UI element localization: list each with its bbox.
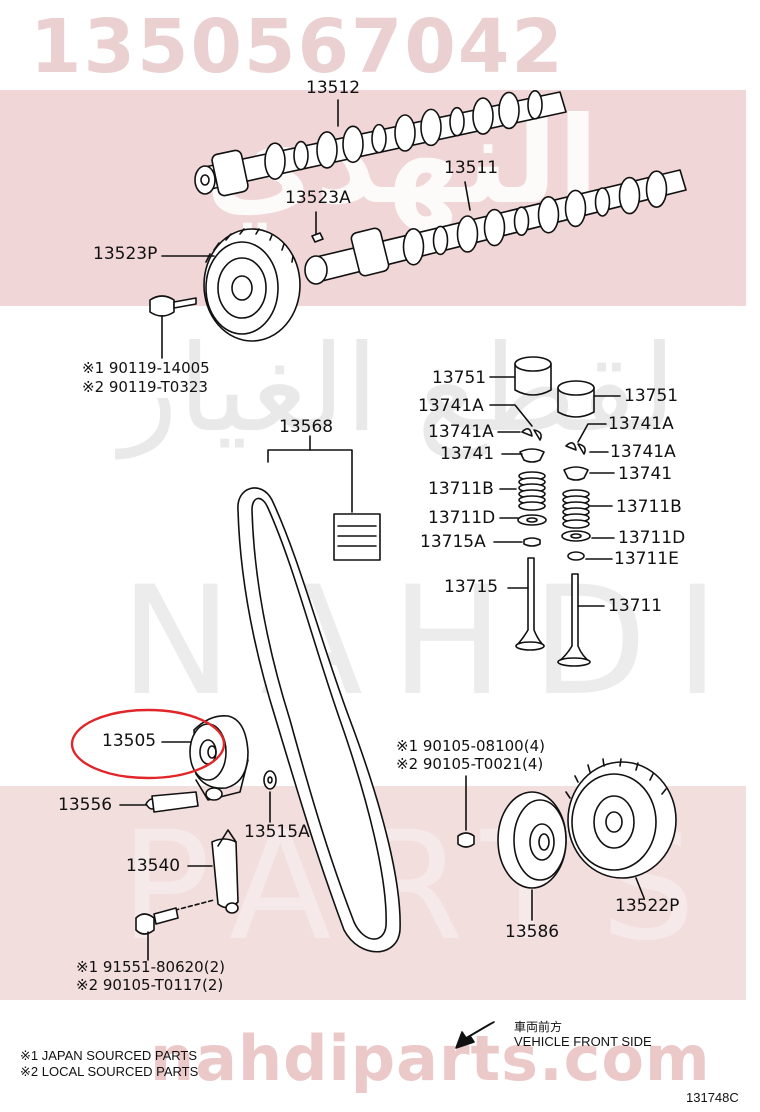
label-13715: 13715 bbox=[444, 577, 499, 597]
cam-lobe bbox=[264, 142, 286, 180]
cam-lobe bbox=[456, 215, 479, 253]
label-bolt3-local: ※2 90105-T0021(4) bbox=[396, 755, 544, 773]
label-13540: 13540 bbox=[126, 856, 181, 876]
label-bolt3-japan: ※1 90105-08100(4) bbox=[396, 737, 545, 755]
label-bolt-local: ※2 90119-T0323 bbox=[82, 378, 208, 396]
cam-lobe bbox=[564, 189, 587, 228]
cam-lobe bbox=[594, 187, 611, 217]
cam-lobe bbox=[645, 170, 668, 208]
label-13741-right: 13741 bbox=[618, 464, 673, 484]
figure-reference: 131748C bbox=[686, 1090, 739, 1105]
spring-coil bbox=[518, 501, 546, 511]
cam-lobe bbox=[527, 90, 543, 120]
key-13523A bbox=[311, 232, 324, 243]
label-13523P: 13523P bbox=[93, 244, 158, 264]
front-side-en: VEHICLE FRONT SIDE bbox=[514, 1034, 652, 1049]
cam-lobe bbox=[498, 91, 520, 130]
tensioner-13540 bbox=[211, 829, 239, 914]
pulley-bolt-small bbox=[457, 775, 475, 848]
valve-seats bbox=[517, 514, 591, 561]
tensioner-bolt bbox=[135, 907, 179, 935]
label-13586: 13586 bbox=[505, 922, 560, 942]
cam-lobe bbox=[618, 176, 641, 215]
label-bolt2-local: ※2 90105-T0117(2) bbox=[76, 976, 224, 994]
camshaft-13512 bbox=[194, 90, 567, 197]
valve-keepers bbox=[521, 428, 586, 455]
timing-belt-13568 bbox=[237, 487, 401, 953]
valve-retainers bbox=[519, 448, 589, 481]
label-13556: 13556 bbox=[58, 795, 113, 815]
highlight-circle-13505 bbox=[70, 708, 226, 780]
cam-lobe bbox=[394, 114, 416, 152]
label-13505: 13505 bbox=[102, 731, 157, 751]
pulley-bolt bbox=[149, 295, 197, 359]
cam-lobe bbox=[420, 108, 442, 147]
washer-13515A bbox=[263, 770, 277, 790]
cam-lobe bbox=[342, 125, 364, 164]
bolt-13556 bbox=[145, 791, 199, 813]
spring-coil bbox=[562, 519, 590, 529]
cam-lobe bbox=[371, 123, 387, 154]
watermark-part-number: 1350567042 bbox=[30, 4, 565, 90]
crankshaft-timing-pulley-13522P bbox=[565, 758, 677, 879]
label-13741A-2: 13741A bbox=[608, 414, 674, 434]
cam-lobe bbox=[293, 140, 309, 171]
valve-lifter-13751-right bbox=[557, 380, 595, 418]
cam-lobe bbox=[537, 196, 560, 234]
label-13711D-left: 13711D bbox=[428, 508, 496, 528]
camshaft-13511 bbox=[304, 169, 687, 285]
legend-japan: ※1 JAPAN SOURCED PARTS bbox=[20, 1048, 198, 1063]
label-13511: 13511 bbox=[444, 158, 499, 178]
valves bbox=[515, 557, 591, 667]
cam-lobe bbox=[483, 208, 506, 247]
cam-lobe bbox=[513, 206, 530, 236]
legend-local: ※2 LOCAL SOURCED PARTS bbox=[20, 1064, 199, 1079]
label-bolt-japan: ※1 90119-14005 bbox=[82, 359, 210, 377]
camshaft-pulley-13523P bbox=[203, 228, 301, 342]
label-13741A-4: 13741A bbox=[610, 442, 676, 462]
front-side-jp: 車両前方 bbox=[514, 1020, 563, 1034]
valve-lifter-13751-left bbox=[514, 356, 552, 396]
label-13512: 13512 bbox=[306, 78, 361, 98]
label-13515A: 13515A bbox=[244, 822, 310, 842]
label-13751-right: 13751 bbox=[624, 386, 679, 406]
label-13715A: 13715A bbox=[420, 532, 486, 552]
label-13523A: 13523A bbox=[285, 188, 351, 208]
label-13711D-right: 13711D bbox=[618, 528, 686, 548]
belt-package bbox=[333, 513, 381, 561]
cam-lobe bbox=[449, 106, 465, 137]
label-13741A-1: 13741A bbox=[418, 396, 484, 416]
cam-lobe bbox=[316, 131, 338, 169]
cam-lobe bbox=[402, 228, 425, 266]
label-13711: 13711 bbox=[608, 596, 663, 616]
label-13568: 13568 bbox=[279, 417, 334, 437]
label-13522P: 13522P bbox=[615, 896, 680, 916]
label-13751-left: 13751 bbox=[432, 368, 487, 388]
label-13711E: 13711E bbox=[614, 549, 679, 569]
label-13741A-3: 13741A bbox=[428, 422, 494, 442]
cam-lobe bbox=[472, 97, 494, 135]
label-bolt2-japan: ※1 91551-80620(2) bbox=[76, 958, 225, 976]
label-13711B-left: 13711B bbox=[428, 479, 494, 499]
label-13711B-right: 13711B bbox=[616, 497, 682, 517]
crankshaft-pulley-13586 bbox=[497, 791, 567, 889]
cam-lobe bbox=[432, 225, 449, 256]
label-13741-left: 13741 bbox=[440, 444, 495, 464]
valve-springs bbox=[518, 471, 590, 529]
vehicle-front-arrow bbox=[455, 1021, 495, 1049]
valve-leaders bbox=[489, 376, 621, 607]
watermark-latin-1: NAHDI bbox=[120, 555, 748, 729]
watermark-site: nahdiparts.com bbox=[150, 1022, 711, 1095]
